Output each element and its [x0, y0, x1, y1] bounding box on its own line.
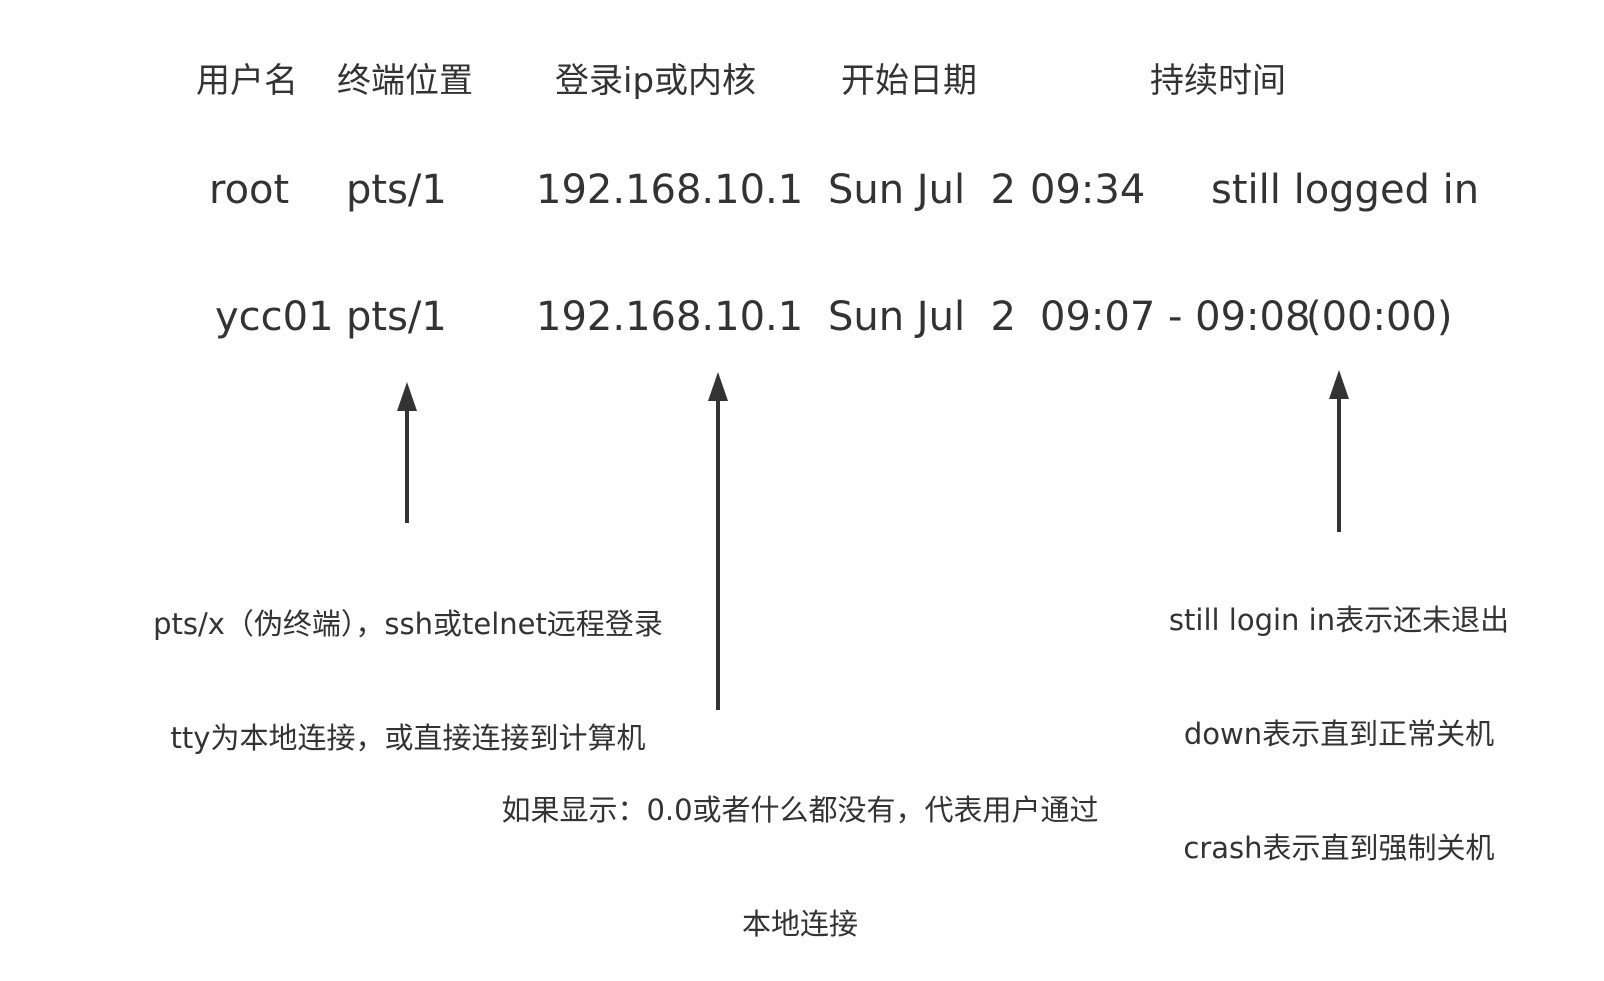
- row-user: ycc01: [215, 294, 334, 340]
- row-ip: 192.168.10.1: [536, 167, 804, 213]
- note-duration-line3: crash表示直到强制关机: [1183, 831, 1495, 865]
- note-duration: still login in表示还未退出 down表示直到正常关机 crash表…: [1150, 525, 1528, 905]
- row-duration: (00:00): [1306, 294, 1453, 340]
- row-time: 09:34: [1030, 167, 1146, 213]
- header-terminal: 终端位置: [337, 61, 473, 101]
- arrow-up-icon-duration: [1329, 370, 1349, 532]
- row-terminal: pts/1: [346, 167, 447, 213]
- row-time: 09:07 - 09:08: [1040, 294, 1311, 340]
- note-duration-line2: down表示直到正常关机: [1183, 717, 1495, 751]
- note-ip-line2: 本地连接: [741, 907, 858, 941]
- arrows-layer: [397, 370, 1349, 710]
- row-duration: still logged in: [1211, 167, 1480, 213]
- arrow-up-icon-ip: [708, 372, 728, 710]
- row-date: Sun Jul 2: [828, 167, 1016, 213]
- row-terminal: pts/1: [346, 294, 447, 340]
- note-terminal-line2: tty为本地连接，或直接连接到计算机: [170, 721, 646, 755]
- arrow-up-icon-terminal: [397, 382, 417, 523]
- header-start-date: 开始日期: [841, 61, 977, 101]
- row-ip: 192.168.10.1: [536, 294, 804, 340]
- note-terminal: pts/x（伪终端），ssh或telnet远程登录 tty为本地连接，或直接连接…: [120, 529, 696, 795]
- note-terminal-line1: pts/x（伪终端），ssh或telnet远程登录: [153, 607, 663, 641]
- row-user: root: [209, 167, 290, 213]
- header-duration: 持续时间: [1150, 61, 1286, 101]
- note-duration-line1: still login in表示还未退出: [1168, 603, 1510, 637]
- note-ip-line1: 如果显示：0.0或者什么都没有，代表用户通过: [501, 793, 1099, 827]
- note-ip: 如果显示：0.0或者什么都没有，代表用户通过 本地连接: [470, 715, 1130, 981]
- header-user: 用户名: [196, 61, 298, 101]
- row-date: Sun Jul 2: [828, 294, 1016, 340]
- header-ip: 登录ip或内核: [555, 61, 757, 101]
